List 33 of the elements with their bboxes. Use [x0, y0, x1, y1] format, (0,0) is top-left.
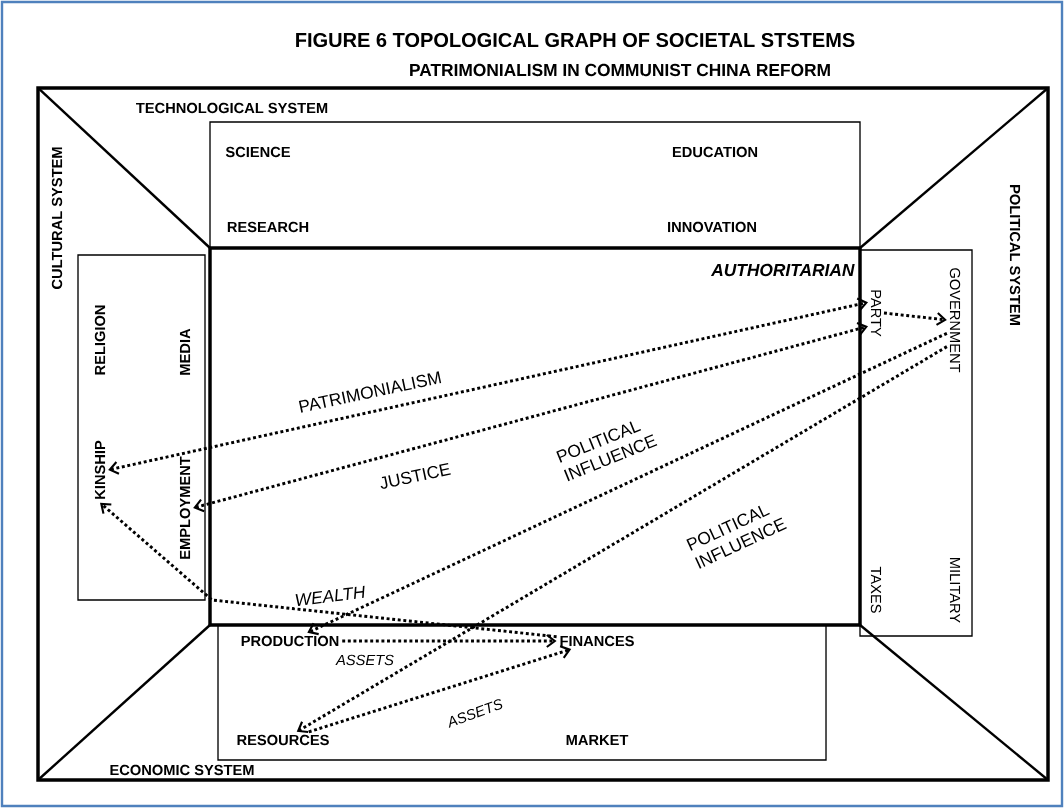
system-label: ECONOMIC SYSTEM	[110, 764, 254, 776]
item-label: MARKET	[566, 734, 629, 746]
subtitle: PATRIMONIALISM IN COMMUNIST CHINA REFORM	[410, 63, 830, 77]
item-label: EDUCATION	[672, 146, 758, 158]
item-label: GOVERNMENT	[949, 268, 961, 373]
title: FIGURE 6 TOPOLOGICAL GRAPH OF SOCIETAL STSTEMS	[296, 32, 855, 48]
item-label: INNOVATION	[668, 221, 756, 233]
arrow	[296, 345, 948, 734]
arrow	[307, 332, 948, 636]
system-label: POLITICAL SYSTEM	[1009, 185, 1021, 325]
system-label: TECHNOLOGICAL SYSTEM	[136, 102, 328, 114]
item-label: PARTY	[870, 290, 882, 337]
arrow	[193, 322, 869, 513]
item-label: MEDIA	[179, 328, 191, 375]
arrow	[342, 634, 557, 648]
item-label: FINANCES	[560, 635, 634, 647]
item-label: RELIGION	[94, 305, 106, 375]
item-label: RESEARCH	[227, 221, 309, 233]
arrow	[883, 311, 947, 326]
item-label: PRODUCTION	[241, 635, 339, 647]
edge-label: JUSTICE	[376, 460, 454, 492]
system-label: CULTURAL SYSTEM	[51, 147, 63, 289]
item-label: RESOURCES	[237, 734, 329, 746]
item-label: EMPLOYMENT	[179, 456, 191, 559]
item-label: SCIENCE	[225, 146, 290, 158]
item-label: TAXES	[870, 566, 882, 613]
item-label: MILITARY	[949, 558, 961, 623]
edge-label: WEALTH	[292, 584, 368, 608]
item-label: KINSHIP	[94, 440, 106, 499]
edge-label: ASSETS	[334, 653, 396, 667]
arrow	[108, 297, 869, 475]
arrow	[308, 645, 572, 734]
arrow	[100, 502, 557, 639]
